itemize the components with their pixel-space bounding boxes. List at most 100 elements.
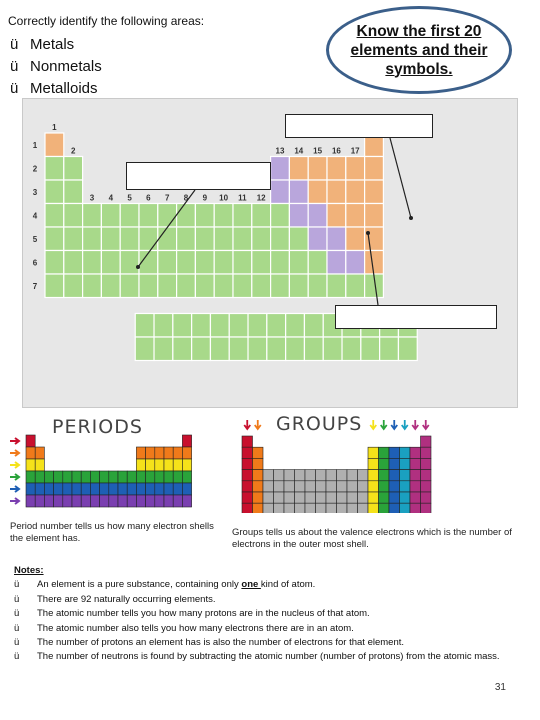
group-cell — [388, 502, 400, 513]
group-number: 4 — [109, 194, 114, 203]
period-cell — [154, 470, 165, 484]
period-cell — [154, 446, 165, 460]
period-number: 4 — [33, 211, 38, 220]
period-cell — [182, 458, 192, 472]
element-cell-metal — [176, 273, 197, 299]
period-cell — [163, 482, 174, 496]
group-cell — [378, 502, 390, 513]
period-cell — [34, 482, 45, 496]
group-cell — [399, 491, 411, 504]
element-cell-metal — [44, 226, 65, 252]
period-cell — [172, 470, 183, 484]
element-cell-metal — [176, 226, 197, 252]
element-cell-metal — [44, 202, 65, 228]
element-cell-fblock — [303, 336, 324, 362]
element-cell-fblock — [172, 336, 193, 362]
period-cell — [44, 494, 54, 508]
element-cell-metal — [345, 273, 366, 299]
group-cell — [378, 491, 390, 504]
answer-box-top-right[interactable] — [285, 114, 433, 138]
group-cell — [262, 502, 274, 513]
group-cell — [252, 491, 264, 504]
arrow-down-icon — [369, 420, 377, 431]
group-number: 11 — [238, 194, 247, 203]
period-cell — [145, 470, 156, 484]
periods-heading: PERIODS — [52, 416, 143, 438]
group-cell — [294, 480, 306, 493]
period-number: 5 — [33, 235, 38, 244]
arrow-down-icon — [422, 420, 430, 431]
group-cell — [336, 469, 348, 482]
group-cell — [346, 502, 358, 513]
period-cell — [163, 458, 174, 472]
period-cell — [34, 494, 45, 508]
element-cell-nonmetal — [345, 226, 366, 252]
group-cell — [399, 480, 411, 493]
periodic-table: 1234567891011121314151617181234567 — [22, 98, 518, 408]
group-cell — [367, 458, 379, 470]
group-cell — [304, 469, 316, 482]
group-cell — [420, 446, 432, 459]
period-cell — [136, 446, 146, 460]
period-cell — [154, 482, 165, 496]
period-cell — [108, 482, 119, 496]
group-cell — [409, 502, 421, 513]
element-cell-metal — [157, 249, 178, 275]
period-cell — [136, 458, 146, 472]
group-cell — [346, 469, 358, 482]
element-cell-metalloid — [270, 179, 291, 205]
element-cell-metalloid — [288, 202, 309, 228]
period-cell — [172, 458, 183, 472]
element-cell-fblock — [379, 336, 400, 362]
element-cell-metal — [251, 226, 272, 252]
element-cell-fblock — [247, 312, 268, 338]
list-item: ü Metalloids — [10, 78, 102, 100]
period-cell — [62, 470, 73, 484]
period-cell — [80, 482, 91, 496]
period-cell — [172, 494, 183, 508]
group-cell — [388, 446, 400, 459]
element-cell-fblock — [134, 312, 155, 338]
element-cell-metal — [81, 202, 102, 228]
group-cell — [336, 491, 348, 504]
period-cell — [163, 446, 174, 460]
element-cell-fblock — [322, 336, 343, 362]
group-cell — [325, 502, 337, 513]
periodic-table-grid: 1234567891011121314151617181234567 — [33, 123, 418, 362]
element-cell-metal — [213, 273, 234, 299]
element-cell-metal — [63, 226, 84, 252]
answer-box-bottom-right[interactable] — [335, 305, 497, 329]
element-cell-fblock — [285, 312, 306, 338]
element-cell-nonmetal — [364, 249, 385, 275]
group-number: 14 — [294, 147, 303, 156]
group-cell — [378, 458, 390, 470]
element-cell-metal — [100, 202, 121, 228]
group-cell — [241, 480, 253, 493]
element-cell-metalloid — [307, 226, 328, 252]
element-cell-metal — [119, 226, 140, 252]
element-cell-metal — [119, 202, 140, 228]
group-number: 2 — [71, 147, 76, 156]
group-number: 15 — [313, 147, 322, 156]
arrow-right-icon — [10, 461, 21, 469]
arrow-right-icon — [10, 473, 21, 481]
period-cell — [99, 482, 110, 496]
group-number: 9 — [203, 194, 208, 203]
group-cell — [367, 446, 379, 459]
group-cell — [346, 480, 358, 493]
group-cell — [315, 480, 327, 493]
period-number: 2 — [33, 164, 38, 173]
element-cell-metal — [138, 249, 159, 275]
element-cell-fblock — [266, 336, 287, 362]
answer-box-left[interactable] — [126, 162, 271, 190]
group-cell — [294, 491, 306, 504]
group-cell — [325, 491, 337, 504]
group-cell — [409, 480, 421, 493]
period-cell — [154, 494, 165, 508]
element-cell-fblock — [134, 336, 155, 362]
group-cell — [378, 469, 390, 482]
period-cell — [163, 470, 174, 484]
